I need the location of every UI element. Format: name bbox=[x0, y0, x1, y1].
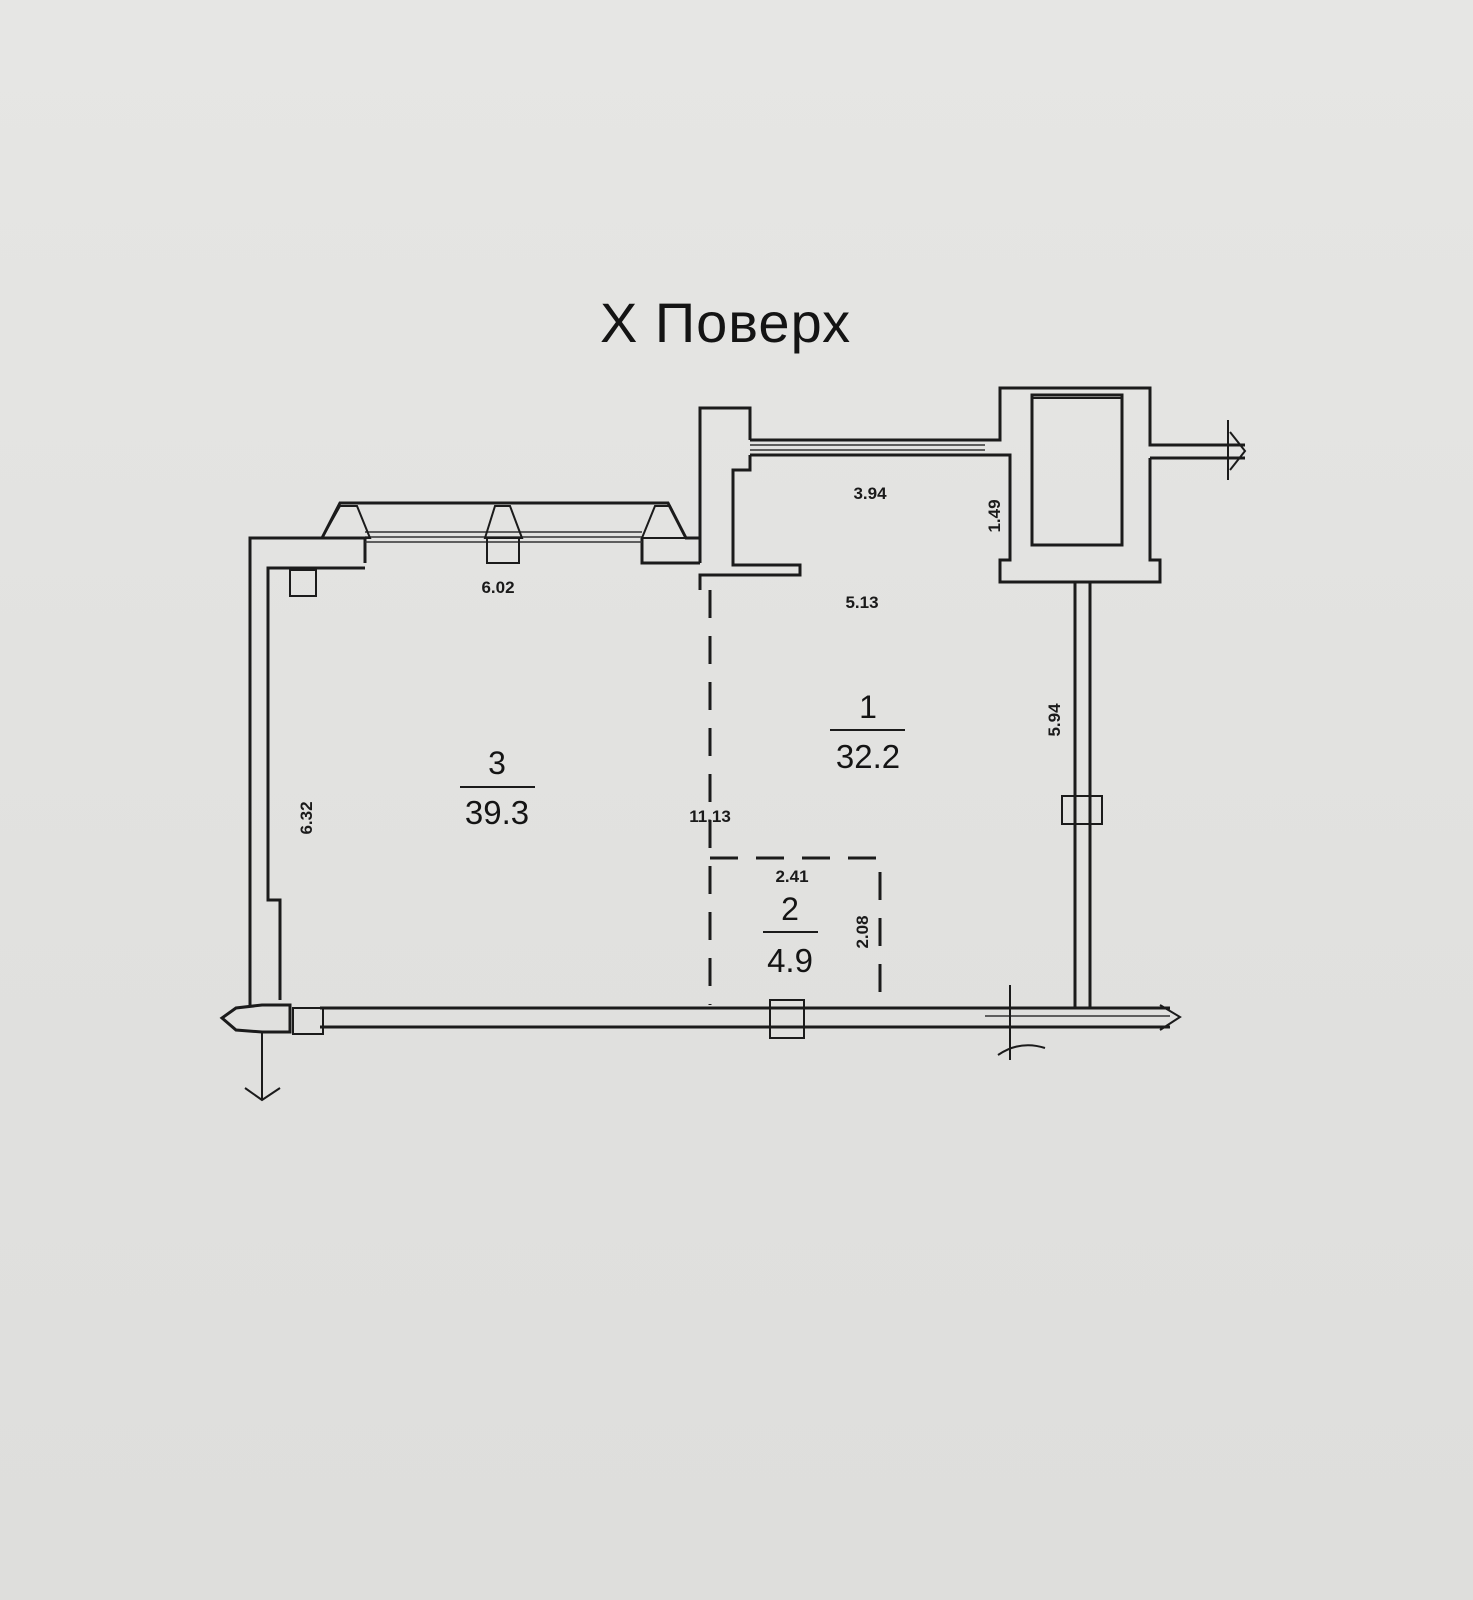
column-marker bbox=[289, 569, 317, 597]
dim-room1-height: 5.94 bbox=[1045, 703, 1064, 737]
dim-top-room1: 3.94 bbox=[853, 484, 887, 503]
dim-room2-width: 2.41 bbox=[775, 867, 808, 886]
dim-room3-width: 6.02 bbox=[481, 578, 514, 597]
central-column bbox=[698, 406, 802, 590]
arrow-right-top bbox=[1229, 431, 1247, 471]
room-2-number: 2 bbox=[781, 891, 799, 927]
bottom-mid-pier bbox=[769, 999, 805, 1039]
room-1-number: 1 bbox=[859, 689, 877, 725]
shaft-block bbox=[985, 386, 1245, 584]
arrow-right-bottom bbox=[1159, 1004, 1182, 1031]
shaft bbox=[1030, 393, 1124, 547]
room-2-area: 4.9 bbox=[767, 942, 813, 979]
bottom-wall bbox=[320, 1006, 1170, 1029]
bottom-left-pier bbox=[292, 1007, 324, 1035]
room-3-number: 3 bbox=[488, 745, 506, 781]
dim-shaft-height: 1.49 bbox=[985, 499, 1004, 532]
window-pier-right bbox=[640, 505, 688, 539]
room2-outline-dashed bbox=[710, 856, 882, 1005]
floor-title: X Поверх bbox=[600, 291, 852, 354]
right-wall-pier bbox=[1061, 795, 1103, 825]
room-3-area: 39.3 bbox=[465, 794, 529, 831]
riser-symbol bbox=[997, 1044, 1046, 1056]
dim-divider-length: 11.13 bbox=[689, 807, 731, 826]
left-wall bbox=[248, 536, 365, 1005]
dim-room1-width: 5.13 bbox=[845, 593, 878, 612]
room-1-area: 32.2 bbox=[836, 738, 900, 775]
window-pier-mid bbox=[483, 505, 524, 539]
window-pier-mid-base bbox=[486, 537, 520, 564]
window-pier-left bbox=[320, 505, 372, 539]
corner-arrow-left bbox=[219, 1003, 292, 1034]
dim-room3-height: 6.32 bbox=[297, 801, 316, 834]
top-window-wall-right bbox=[750, 438, 985, 457]
dim-room2-height: 2.08 bbox=[853, 915, 872, 948]
